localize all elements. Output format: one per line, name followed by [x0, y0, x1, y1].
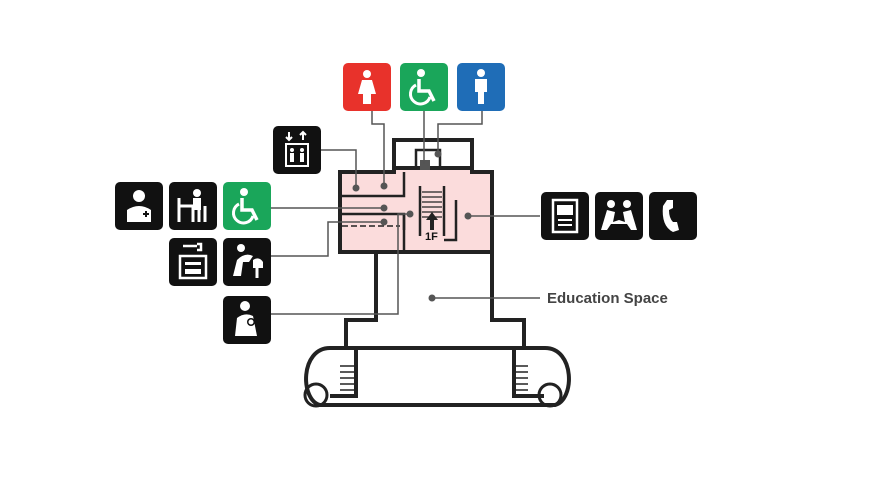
coin-locker-icon[interactable] — [169, 238, 217, 286]
building-outline — [304, 138, 571, 407]
bottom-stairs — [340, 365, 528, 391]
elevator-marker — [420, 160, 430, 170]
information-desk-icon[interactable] — [169, 182, 217, 230]
wheelchair-rental-icon[interactable] — [223, 182, 271, 230]
highlighted-area — [342, 170, 492, 252]
right-wheel — [537, 382, 563, 408]
nursing-room-icon[interactable] — [223, 296, 271, 344]
current-location-arrow — [426, 212, 438, 230]
left-wheel — [303, 382, 329, 408]
first-aid-icon[interactable] — [115, 182, 163, 230]
leader-dots — [352, 150, 472, 302]
telephone-icon[interactable] — [649, 192, 697, 240]
rest-area-icon[interactable] — [595, 192, 643, 240]
floor-label: 1F — [425, 231, 438, 243]
accessible-restroom-icon[interactable] — [400, 63, 448, 111]
education-space-label: Education Space — [547, 290, 668, 307]
leader-lines — [270, 109, 540, 315]
inner-walls — [340, 148, 458, 250]
atm-icon[interactable] — [541, 192, 589, 240]
womens-restroom-icon[interactable] — [343, 63, 391, 111]
mens-restroom-icon[interactable] — [457, 63, 505, 111]
elevator-icon[interactable] — [273, 126, 321, 174]
drinking-fountain-icon[interactable] — [223, 238, 271, 286]
